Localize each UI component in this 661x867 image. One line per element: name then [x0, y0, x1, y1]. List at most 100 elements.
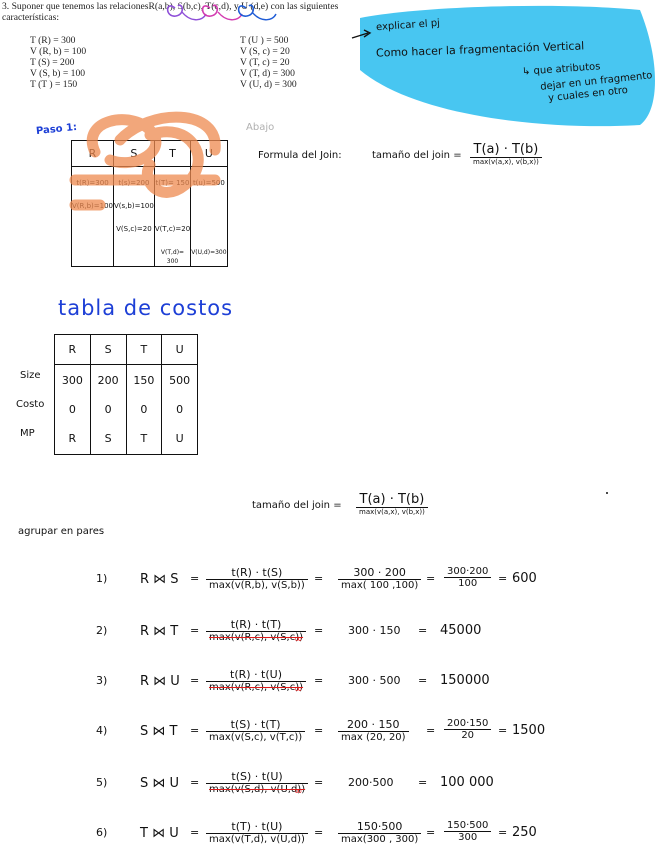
- faded-word: Abajo: [246, 122, 275, 133]
- cell: V(U,d)=300: [191, 249, 227, 256]
- header-cell: R: [54, 334, 91, 365]
- pair-join: S ⋈ U: [140, 776, 180, 791]
- equals-sign: =: [314, 776, 324, 789]
- equals-sign: =: [498, 572, 508, 585]
- stat-line: T (S) = 200: [30, 57, 75, 68]
- stat-line: V (T, c) = 20: [240, 57, 290, 68]
- equals-sign: =: [498, 826, 508, 839]
- step3-numerator: 200·150: [444, 718, 492, 730]
- problem-line-2: características:: [2, 12, 59, 23]
- stats-left: T (R) = 300 V (R, b) = 100 T (S) = 200 V…: [30, 35, 86, 90]
- header-cell: U: [190, 140, 228, 167]
- size-cell: 300: [61, 374, 83, 387]
- mp-cell: U: [175, 432, 184, 445]
- step3-denominator: 20: [461, 730, 475, 741]
- pair-numerator: t(R) · t(T): [206, 618, 307, 632]
- pair-number: 4): [96, 724, 108, 737]
- pair-result: 45000: [440, 623, 482, 638]
- pair-denominator: max(v(R,c), v(S,c)): [209, 632, 304, 643]
- formula2-numerator: T(a) · T(b): [356, 492, 428, 508]
- equals-sign: =: [314, 572, 324, 585]
- infinity-mark: ∞: [294, 684, 303, 695]
- pair-result: 250: [512, 825, 537, 840]
- note-line-3: ↳ que atributos: [521, 61, 601, 78]
- stats-right: T (U ) = 500 V (S, c) = 20 V (T, c) = 20…: [240, 35, 297, 90]
- pair-join: R ⋈ T: [140, 624, 179, 639]
- mp-cell: S: [104, 432, 112, 445]
- row-label-costo: Costo: [16, 399, 45, 410]
- pair-denominator: max(v(S,d), v(U,d)): [209, 784, 306, 795]
- step2-product: 300 · 150: [348, 624, 401, 637]
- pair-join: S ⋈ T: [140, 724, 178, 739]
- equals-sign: =: [190, 776, 200, 789]
- pair-numerator: t(S) · t(T): [206, 718, 306, 732]
- stat-line: V (R, b) = 100: [30, 46, 87, 57]
- mp-cell: T: [140, 432, 148, 445]
- equals-sign: =: [418, 624, 428, 637]
- pair-number: 1): [96, 572, 108, 585]
- formula2-lhs: tamaño del join =: [252, 500, 342, 511]
- equals-sign: =: [418, 674, 428, 687]
- formula1-lhs: tamaño del join =: [372, 150, 462, 161]
- step2-product: 200·500: [348, 776, 394, 789]
- pair-number: 3): [96, 674, 108, 687]
- size-cell: 200: [97, 374, 119, 387]
- step3-denominator: 300: [458, 832, 478, 843]
- row-label-mp: MP: [20, 428, 35, 439]
- pair-denominator: max(v(R,c), v(S,c)): [209, 682, 304, 693]
- size-cell: 150: [133, 374, 155, 387]
- step2-numerator: 150·500: [338, 820, 422, 834]
- cell: V(T,c)=20: [154, 225, 191, 233]
- pair-denominator: max(v(R,b), v(S,b)): [209, 580, 305, 591]
- cell: V(s,b)=100: [114, 202, 154, 210]
- pair-join: R ⋈ S: [140, 572, 179, 587]
- costo-cell: 0: [104, 403, 112, 416]
- equals-sign: =: [190, 674, 200, 687]
- pair-numerator: t(S) · t(U): [206, 770, 309, 784]
- equals-sign: =: [190, 572, 200, 585]
- size-cell: 500: [169, 374, 191, 387]
- cell: t(T)= 150: [155, 179, 190, 187]
- stat-line: T (T ) = 150: [30, 79, 78, 90]
- pair-result: 600: [512, 571, 537, 586]
- stat-line: T (R) = 300: [30, 35, 76, 46]
- formula1-denominator: max(v(a,x), v(b,x)): [473, 158, 539, 166]
- costos-table: R S T U 300 0 R 200 0 S 150 0 T 500 0 U: [54, 334, 198, 455]
- header-cell: S: [89, 334, 127, 365]
- header-cell: S: [113, 140, 155, 167]
- pair-denominator: max(v(S,c), v(T,c)): [209, 732, 303, 743]
- formula2-denominator: max(v(a,x), v(b,x)): [359, 508, 425, 516]
- costo-cell: 0: [140, 403, 148, 416]
- pair-result: 150000: [440, 673, 490, 688]
- step2-denominator: max( 100 ,100): [341, 580, 419, 591]
- pair-number: 5): [96, 776, 108, 789]
- stat-line: V (S, b) = 100: [30, 68, 86, 79]
- equals-sign: =: [190, 624, 200, 637]
- pair-numerator: t(R) · t(S): [206, 566, 308, 580]
- costos-title: tabla de costos: [58, 296, 234, 320]
- cell: V(R,b)=100: [72, 202, 114, 210]
- pair-number: 2): [96, 624, 108, 637]
- pair-fraction: t(S) · t(U)max(v(S,d), v(U,d)): [206, 770, 309, 795]
- equals-sign: =: [426, 572, 436, 585]
- stat-line: T (U ) = 500: [240, 35, 289, 46]
- pair-result: 1500: [512, 723, 546, 738]
- pair-fraction: t(R) · t(T)max(v(R,c), v(S,c)): [206, 618, 307, 643]
- problem-statement: 3. Suponer que tenemos las relacionesR(a…: [2, 1, 432, 23]
- step3-numerator: 300·200: [444, 566, 492, 578]
- pair-fraction: t(R) · t(U)max(v(R,c), v(S,c)): [206, 668, 307, 693]
- stat-line: V (T, d) = 300: [240, 68, 295, 79]
- cell: V(S,c)=20: [116, 225, 152, 233]
- step3-denominator: 100: [458, 578, 478, 589]
- equals-sign: =: [418, 776, 428, 789]
- equals-sign: =: [314, 826, 324, 839]
- header-cell: T: [153, 140, 192, 167]
- formula1-numerator: T(a) · T(b): [470, 142, 542, 158]
- paso-label: Paso 1:: [35, 121, 78, 138]
- costo-cell: 0: [176, 403, 184, 416]
- equals-sign: =: [314, 624, 324, 637]
- costo-cell: 0: [68, 403, 76, 416]
